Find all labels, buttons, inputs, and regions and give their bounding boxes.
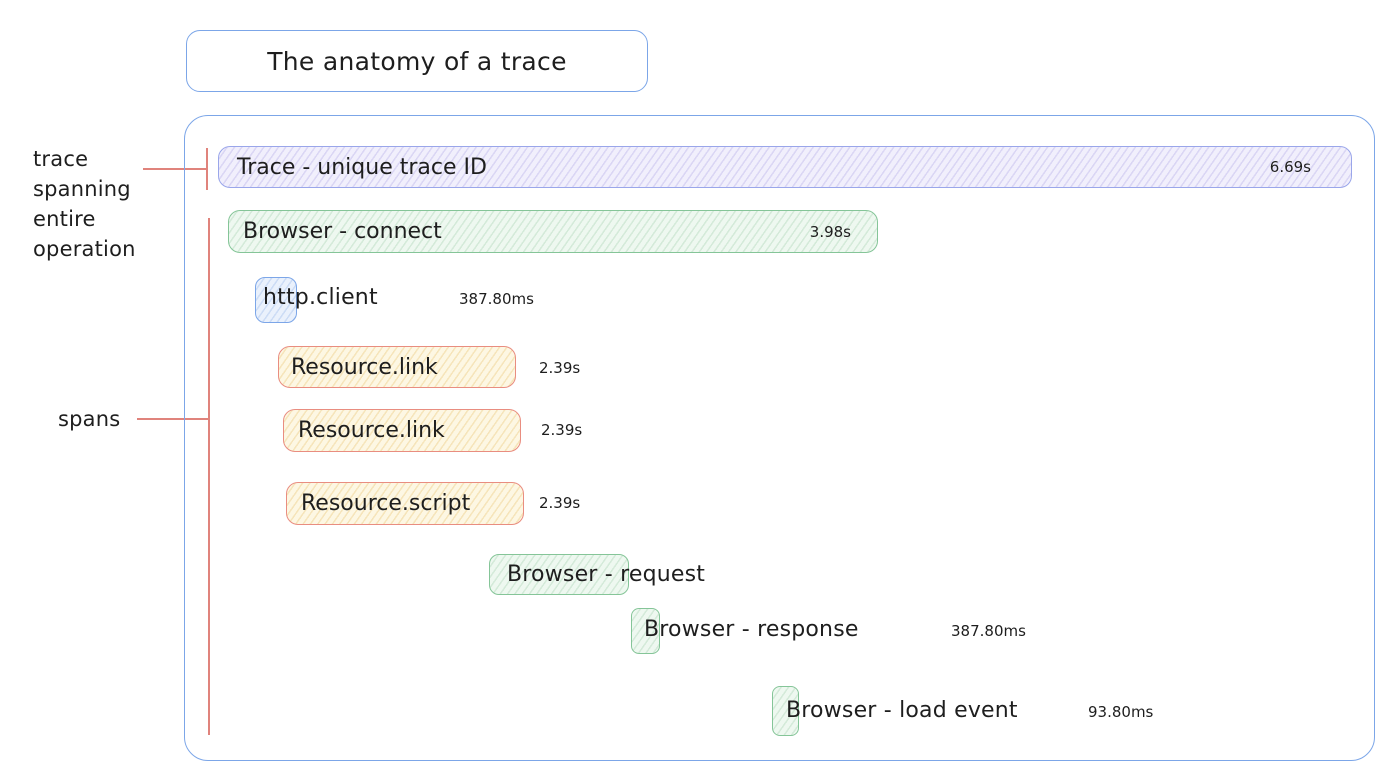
span-resource-link-2-label: Resource.link: [298, 418, 445, 443]
annotation-trace-note: trace spanning entire operation: [33, 147, 136, 261]
span-browser-connect: Browser - connect 3.98s: [228, 210, 878, 253]
span-resource-link-2: Resource.link: [283, 409, 521, 452]
span-browser-connect-label: Browser - connect: [243, 219, 442, 244]
annotation-spans-note: spans: [58, 407, 121, 431]
span-browser-load-event: [772, 686, 799, 736]
span-browser-response-label: Browser - response: [644, 617, 859, 642]
span-browser-load-event-duration: 93.80ms: [1088, 703, 1154, 721]
trace-bar-duration: 6.69s: [1269, 158, 1311, 176]
span-browser-request-label: Browser - request: [507, 562, 706, 587]
span-http-client-duration: 387.80ms: [459, 290, 534, 308]
span-browser-response: [631, 608, 660, 654]
span-resource-link-1-duration: 2.39s: [539, 359, 581, 377]
span-http-client-label: http.client: [263, 285, 378, 310]
span-browser-connect-duration: 3.98s: [809, 222, 851, 241]
diagram-title-text: The anatomy of a trace: [267, 46, 567, 76]
span-resource-link-1-label: Resource.link: [291, 354, 438, 380]
trace-note-connector-line: [143, 168, 207, 170]
trace-note-connector-tick: [206, 148, 208, 190]
span-http-client: [255, 277, 297, 323]
span-resource-link-1: Resource.link: [278, 346, 516, 388]
span-browser-request: [489, 554, 629, 595]
trace-bar-label: Trace - unique trace ID: [237, 154, 487, 180]
span-browser-response-duration: 387.80ms: [951, 622, 1026, 640]
span-browser-load-event-label: Browser - load event: [786, 698, 1018, 723]
span-resource-script-duration: 2.39s: [539, 494, 581, 512]
span-resource-script-label: Resource.script: [301, 491, 471, 516]
span-resource-script: Resource.script: [286, 482, 524, 525]
spans-bracket-line: [208, 218, 210, 735]
trace-bar: Trace - unique trace ID 6.69s: [218, 146, 1352, 188]
span-resource-link-2-duration: 2.39s: [541, 421, 583, 439]
diagram-title: The anatomy of a trace: [186, 30, 648, 92]
trace-diagram-container: [184, 115, 1375, 761]
spans-note-connector-line: [137, 418, 210, 420]
